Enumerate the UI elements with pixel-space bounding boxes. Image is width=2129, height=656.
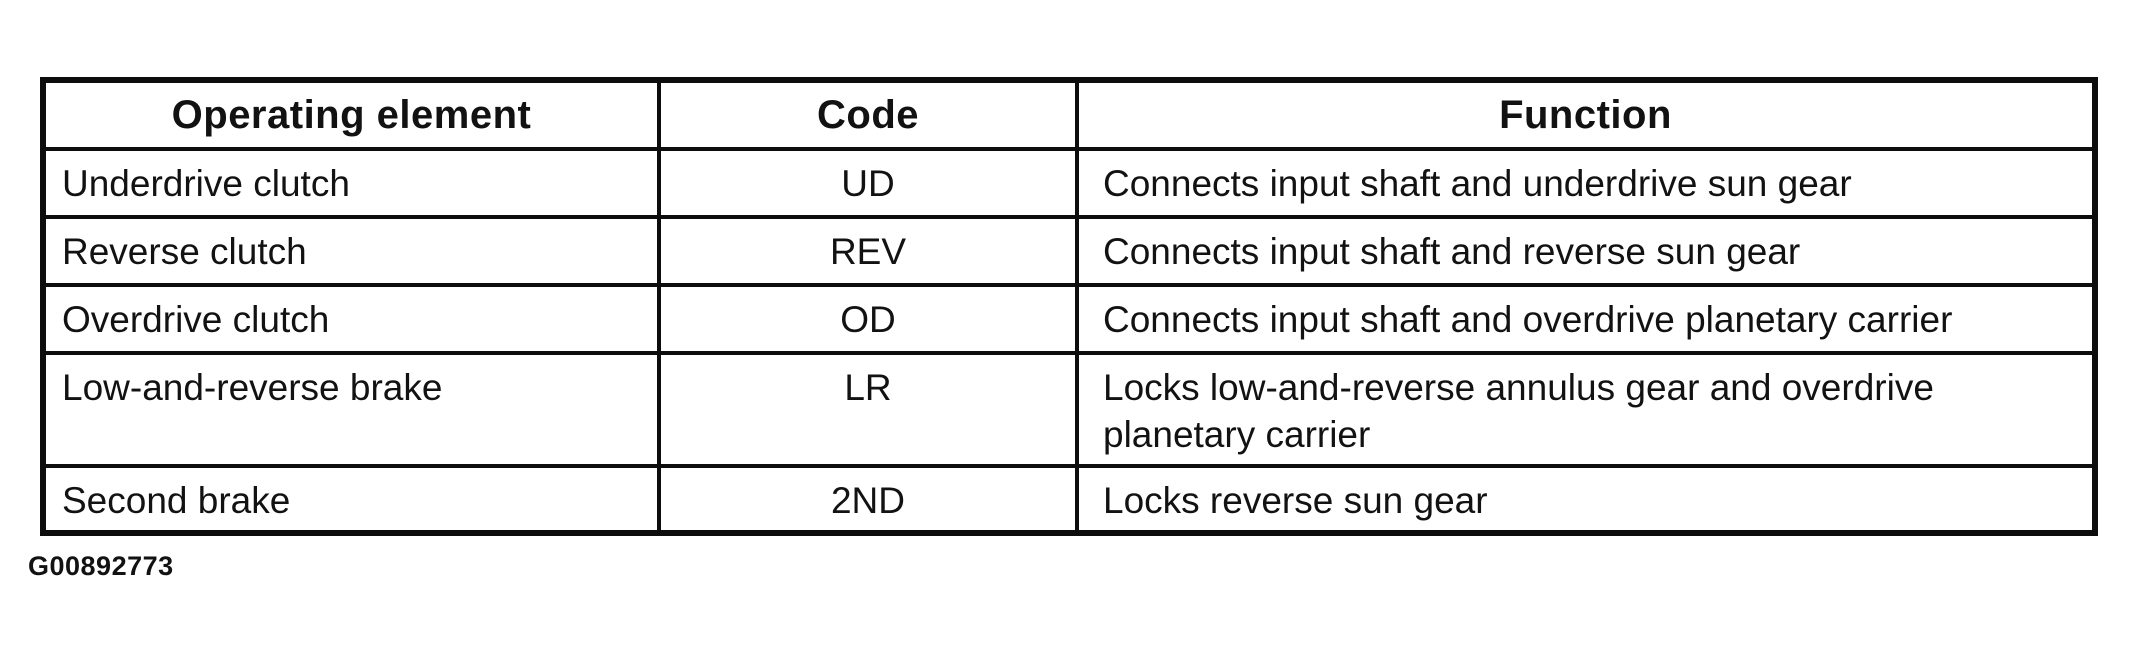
cell-function: Connects input shaft and underdrive sun … xyxy=(1075,147,2097,219)
table-header-row: Operating element Code Function xyxy=(41,78,2097,151)
table-row: Underdrive clutch UD Connects input shaf… xyxy=(41,147,2097,219)
cell-operating-element: Second brake xyxy=(41,464,661,535)
cell-function: Locks low-and-reverse annulus gear and o… xyxy=(1075,351,2097,468)
cell-function: Connects input shaft and overdrive plane… xyxy=(1075,283,2097,355)
cell-operating-element: Overdrive clutch xyxy=(41,283,661,355)
cell-code: OD xyxy=(657,283,1079,355)
operating-elements-table: Operating element Code Function Underdri… xyxy=(40,77,2098,536)
column-header-function: Function xyxy=(1075,78,2097,151)
cell-code: UD xyxy=(657,147,1079,219)
column-header-code: Code xyxy=(657,78,1079,151)
cell-operating-element: Underdrive clutch xyxy=(41,147,661,219)
table-row: Overdrive clutch OD Connects input shaft… xyxy=(41,283,2097,355)
column-header-operating-element: Operating element xyxy=(41,78,661,151)
cell-function: Connects input shaft and reverse sun gea… xyxy=(1075,215,2097,287)
cell-function: Locks reverse sun gear xyxy=(1075,464,2097,535)
cell-code: 2ND xyxy=(657,464,1079,535)
figure-id-caption: G00892773 xyxy=(28,551,174,581)
cell-code: REV xyxy=(657,215,1079,287)
cell-operating-element: Reverse clutch xyxy=(41,215,661,287)
table-row: Reverse clutch REV Connects input shaft … xyxy=(41,215,2097,287)
table-row: Second brake 2ND Locks reverse sun gear xyxy=(41,464,2097,535)
cell-operating-element: Low-and-reverse brake xyxy=(41,351,661,468)
table-row: Low-and-reverse brake LR Locks low-and-r… xyxy=(41,351,2097,468)
cell-code: LR xyxy=(657,351,1079,468)
